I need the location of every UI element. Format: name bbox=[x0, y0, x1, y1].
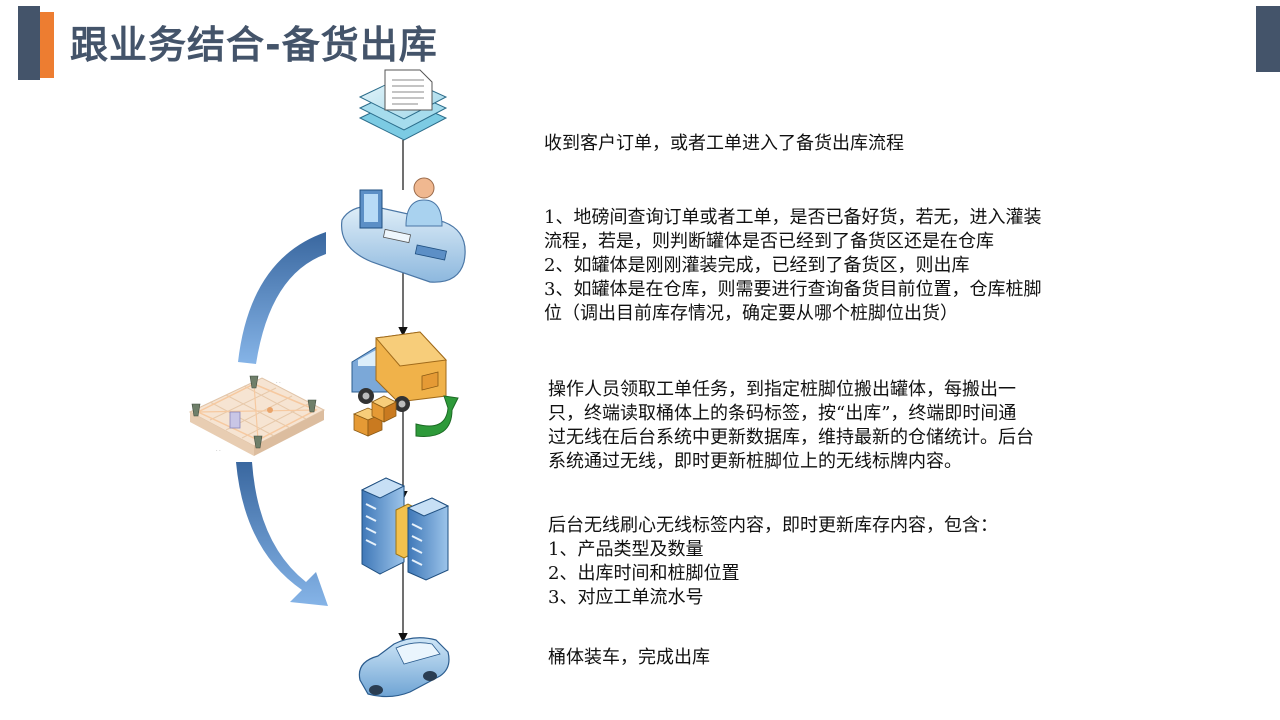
step-4-text: 后台无线刷心无线标签内容，即时更新库存内容，包含： 1、产品类型及数量 2、出库… bbox=[548, 514, 1108, 610]
title-accent-bar bbox=[18, 6, 56, 80]
step-2-line-2: 流程，若是，则判断罐体是否已经到了备货区还是在仓库 bbox=[544, 231, 994, 252]
title-accent-orange bbox=[40, 12, 54, 78]
green-curve-arrow bbox=[415, 395, 459, 437]
car-icon bbox=[358, 637, 450, 698]
step-4-line-3: 2、出库时间和桩脚位置 bbox=[548, 563, 740, 584]
step-1-text: 收到客户订单，或者工单进入了备货出库流程 bbox=[544, 132, 1104, 156]
step-2-text: 1、地磅间查询订单或者工单，是否已备好货，若无，进入灌装 流程，若是，则判断罐体… bbox=[544, 206, 1104, 326]
step-2-line-3: 2、如罐体是刚刚灌装完成，已经到了备货区，则出库 bbox=[544, 255, 970, 276]
step-2-line-4: 3、如罐体是在仓库，则需要进行查询备货目前位置，仓库桩脚 bbox=[544, 279, 1042, 300]
document-stack-icon bbox=[358, 69, 448, 141]
delivery-truck-icon bbox=[351, 331, 459, 437]
step-4-line-4: 3、对应工单流水号 bbox=[548, 587, 704, 608]
curved-flow-arrow bbox=[236, 232, 328, 606]
step-1-line-1: 收到客户订单，或者工单进入了备货出库流程 bbox=[544, 133, 904, 154]
step-5-line-1: 桶体装车，完成出库 bbox=[548, 647, 710, 668]
title-accent-dark bbox=[18, 6, 40, 80]
step-4-line-1: 后台无线刷心无线标签内容，即时更新库存内容，包含： bbox=[548, 515, 998, 536]
step-3-text: 操作人员领取工单任务，到指定桩脚位搬出罐体，每搬出一 只，终端读取桶体上的条码标… bbox=[548, 378, 1108, 474]
step-2-line-1: 1、地磅间查询订单或者工单，是否已备好货，若无，进入灌装 bbox=[544, 207, 1042, 228]
right-edge-tab bbox=[1256, 6, 1280, 72]
workstation-icon bbox=[340, 177, 466, 283]
step-3-line-4: 系统通过无线，即时更新桩脚位上的无线标牌内容。 bbox=[548, 451, 962, 472]
page-title: 跟业务结合-备货出库 bbox=[70, 23, 438, 67]
curved-arrow-lower bbox=[236, 462, 328, 606]
step-3-line-2: 只，终端读取桶体上的条码标签，按“出库”，终端即时间通 bbox=[548, 403, 1017, 424]
step-3-line-3: 过无线在后台系统中更新数据库，维持最新的仓储统计。后台 bbox=[548, 427, 1034, 448]
step-2-line-5: 位（调出目前库存情况，确定要从哪个桩脚位出货） bbox=[544, 303, 958, 324]
step-3-line-1: 操作人员领取工单任务，到指定桩脚位搬出罐体，每搬出一 bbox=[548, 379, 1016, 400]
step-4-line-2: 1、产品类型及数量 bbox=[548, 539, 704, 560]
curved-arrow-upper bbox=[238, 232, 326, 364]
svg-text:· ·: · · bbox=[276, 380, 281, 386]
svg-text:· ·: · · bbox=[216, 448, 221, 454]
server-icon bbox=[360, 477, 450, 581]
boxes-icon bbox=[352, 395, 397, 437]
step-5-text: 桶体装车，完成出库 bbox=[548, 646, 1108, 670]
wireless-map-icon: · · · · bbox=[188, 375, 326, 456]
